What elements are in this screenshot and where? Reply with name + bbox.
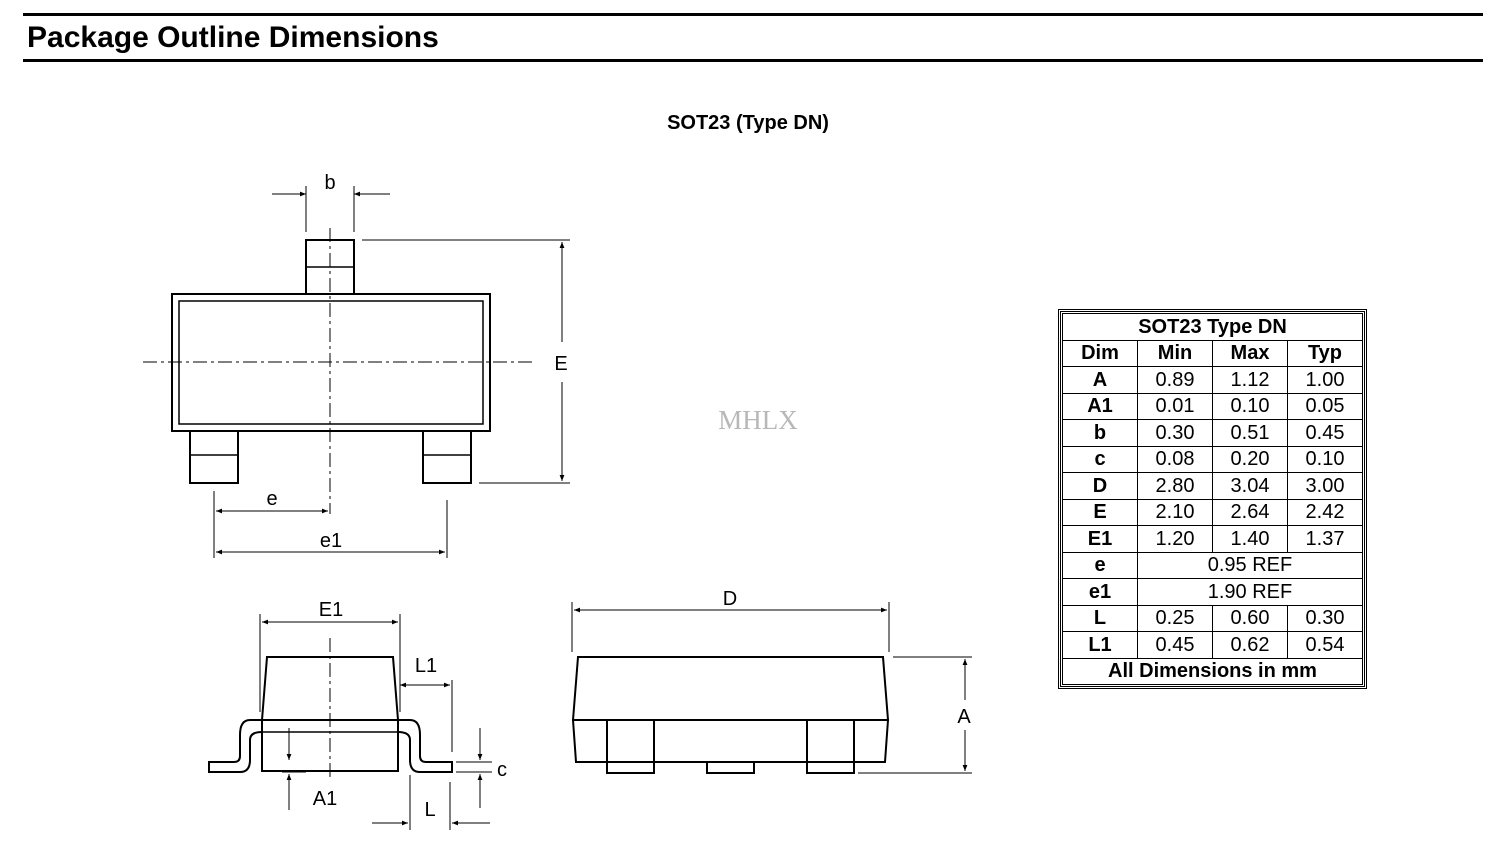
cell-dim: D [1062, 472, 1138, 500]
header-dim: Dim [1062, 339, 1138, 367]
dimension-table: SOT23 Type DN Dim Min Max Typ A 0.89 1.1… [1062, 313, 1363, 685]
cell-max: 1.40 [1212, 525, 1288, 553]
cell-typ: 1.37 [1287, 525, 1363, 553]
table-footer: All Dimensions in mm [1062, 657, 1363, 685]
cell-typ: 0.54 [1287, 631, 1363, 659]
cell-typ: 1.00 [1287, 366, 1363, 394]
dim-label-E: E [554, 353, 567, 375]
cell-dim: e [1062, 551, 1138, 579]
table-title-row: SOT23 Type DN [1062, 313, 1363, 341]
table-row: D 2.80 3.04 3.00 [1062, 472, 1363, 500]
cell-max: 0.60 [1212, 604, 1288, 632]
cell-dim: L1 [1062, 631, 1138, 659]
table-row: e 0.95 REF [1062, 551, 1363, 579]
cell-dim: c [1062, 445, 1138, 473]
table-row: b 0.30 0.51 0.45 [1062, 419, 1363, 447]
dim-label-L: L [424, 799, 435, 821]
cell-dim: L [1062, 604, 1138, 632]
cell-dim: b [1062, 419, 1138, 447]
cell-min: 2.80 [1137, 472, 1213, 500]
cell-min: 0.01 [1137, 392, 1213, 420]
cell-typ: 0.30 [1287, 604, 1363, 632]
dim-label-e: e [266, 488, 277, 510]
top-view [143, 186, 570, 558]
table-row: L1 0.45 0.62 0.54 [1062, 631, 1363, 659]
dimension-table-frame: SOT23 Type DN Dim Min Max Typ A 0.89 1.1… [1058, 309, 1367, 689]
bottom-left-lead [189, 430, 239, 484]
cell-typ: 0.10 [1287, 445, 1363, 473]
table-row: A 0.89 1.12 1.00 [1062, 366, 1363, 394]
table-row: E 2.10 2.64 2.42 [1062, 498, 1363, 526]
cell-dim: E1 [1062, 525, 1138, 553]
cell-max: 0.62 [1212, 631, 1288, 659]
cell-dim: A [1062, 366, 1138, 394]
header-min: Min [1137, 339, 1213, 367]
bottom-right-lead [422, 430, 472, 484]
dim-label-A: A [957, 706, 971, 728]
table-row: c 0.08 0.20 0.10 [1062, 445, 1363, 473]
cell-min: 0.08 [1137, 445, 1213, 473]
front-center-lead [706, 761, 755, 774]
cell-typ: 0.45 [1287, 419, 1363, 447]
cell-max: 2.64 [1212, 498, 1288, 526]
right-gull-wing-lead [397, 719, 453, 773]
dim-label-D: D [723, 588, 737, 610]
dim-label-c: c [497, 759, 507, 781]
cell-typ: 3.00 [1287, 472, 1363, 500]
cell-max: 3.04 [1212, 472, 1288, 500]
page-title: Package Outline Dimensions [27, 21, 439, 54]
cell-ref: 1.90 REF [1137, 578, 1363, 606]
cell-dim: e1 [1062, 578, 1138, 606]
dim-label-E1: E1 [319, 599, 343, 621]
dim-label-L1: L1 [415, 655, 437, 677]
table-row: A1 0.01 0.10 0.05 [1062, 392, 1363, 420]
cell-min: 0.89 [1137, 366, 1213, 394]
cell-min: 1.20 [1137, 525, 1213, 553]
cell-ref: 0.95 REF [1137, 551, 1363, 579]
table-footer-row: All Dimensions in mm [1062, 657, 1363, 685]
cell-max: 0.10 [1212, 392, 1288, 420]
front-view [571, 602, 972, 774]
cell-max: 0.20 [1212, 445, 1288, 473]
cell-typ: 2.42 [1287, 498, 1363, 526]
cell-min: 0.30 [1137, 419, 1213, 447]
front-right-lead [806, 719, 855, 774]
cell-max: 1.12 [1212, 366, 1288, 394]
table-row: E1 1.20 1.40 1.37 [1062, 525, 1363, 553]
title-rule-bottom [23, 59, 1483, 62]
cell-min: 0.25 [1137, 604, 1213, 632]
cell-dim: E [1062, 498, 1138, 526]
left-gull-wing-lead [208, 719, 263, 773]
table-title: SOT23 Type DN [1062, 313, 1363, 341]
header-max: Max [1212, 339, 1288, 367]
title-rule-top [23, 13, 1483, 16]
cell-max: 0.51 [1212, 419, 1288, 447]
end-view [208, 614, 492, 830]
cell-min: 2.10 [1137, 498, 1213, 526]
dim-label-b: b [324, 172, 335, 194]
table-header-row: Dim Min Max Typ [1062, 339, 1363, 367]
dim-label-e1: e1 [320, 530, 342, 552]
watermark: MHLX [718, 405, 798, 435]
front-left-lead [606, 719, 655, 774]
dim-label-A1: A1 [313, 788, 337, 810]
package-title: SOT23 (Type DN) [667, 112, 829, 134]
cell-min: 0.45 [1137, 631, 1213, 659]
header-typ: Typ [1287, 339, 1363, 367]
table-row: L 0.25 0.60 0.30 [1062, 604, 1363, 632]
cell-typ: 0.05 [1287, 392, 1363, 420]
front-view-body [571, 656, 890, 721]
cell-dim: A1 [1062, 392, 1138, 420]
table-row: e1 1.90 REF [1062, 578, 1363, 606]
